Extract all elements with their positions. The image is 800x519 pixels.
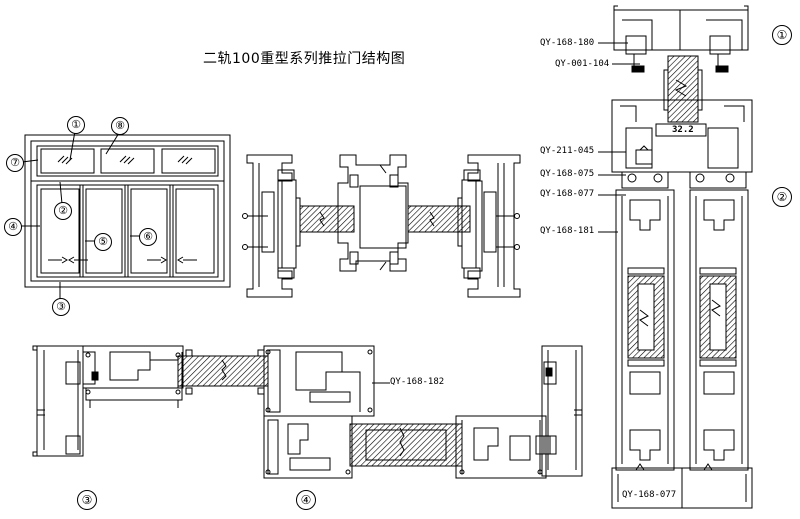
- door-elevation: [20, 130, 231, 299]
- part-code-qy001104: QY-001-104: [555, 59, 610, 69]
- part-code-qy168180: QY-168-180: [540, 38, 595, 48]
- section-marker-4: ④: [296, 490, 316, 510]
- dimension-label: 32.2: [672, 125, 694, 135]
- part-code-qy168075: QY-168-075: [540, 169, 595, 179]
- callout-2: ②: [54, 202, 72, 220]
- callout-7: ⑦: [6, 154, 24, 172]
- vertical-section: [376, 5, 753, 509]
- section-marker-3: ③: [77, 490, 97, 510]
- section-3: [32, 345, 269, 457]
- callout-5: ⑤: [94, 233, 112, 251]
- callout-4: ④: [4, 218, 22, 236]
- part-code-qy168077a: QY-168-077: [540, 189, 595, 199]
- part-code-qy168181: QY-168-181: [540, 226, 595, 236]
- part-code-qy168182: QY-168-182: [390, 377, 445, 387]
- section-marker-1: ①: [772, 25, 792, 45]
- drawing-title: 二轨100重型系列推拉门结构图: [203, 51, 406, 67]
- section-4: [263, 345, 583, 479]
- plan-section: [242, 154, 521, 298]
- part-code-qy168077b: QY-168-077: [622, 490, 677, 500]
- callout-1: ①: [67, 116, 85, 134]
- callout-3: ③: [52, 298, 70, 316]
- section-marker-2: ②: [772, 187, 792, 207]
- callout-8: ⑧: [111, 117, 129, 135]
- callout-6: ⑥: [139, 228, 157, 246]
- part-code-qy211045: QY-211-045: [540, 146, 595, 156]
